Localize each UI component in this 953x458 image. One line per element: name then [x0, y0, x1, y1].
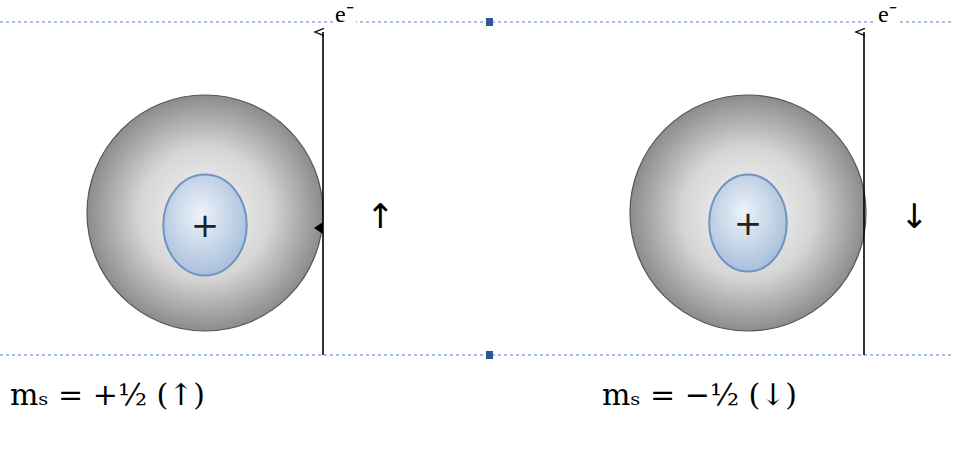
spin-arrow: ↑ — [364, 198, 397, 235]
atom-circle — [87, 95, 323, 331]
atom-circle — [630, 95, 866, 331]
arrow-tick — [314, 222, 323, 234]
nucleus-ellipse: + — [708, 173, 788, 273]
charge-sign: + — [708, 173, 788, 273]
spin-arrow: ↓ — [898, 198, 931, 235]
dashed-boundary — [0, 21, 953, 22]
electron-label: e⁻ — [876, 1, 899, 27]
dashed-boundary — [0, 354, 953, 355]
spin-quantum-number: mₛ = −½ (↓) — [600, 378, 799, 411]
nucleus-ellipse: + — [162, 173, 248, 277]
handle-square — [486, 351, 493, 359]
charge-sign: + — [162, 173, 248, 277]
spin-quantum-number: mₛ = +½ (↑) — [8, 378, 207, 411]
handle-square — [486, 18, 493, 26]
electron-label: e⁻ — [333, 1, 356, 27]
electron-arrow — [322, 32, 324, 355]
electron-arrow — [863, 32, 865, 355]
